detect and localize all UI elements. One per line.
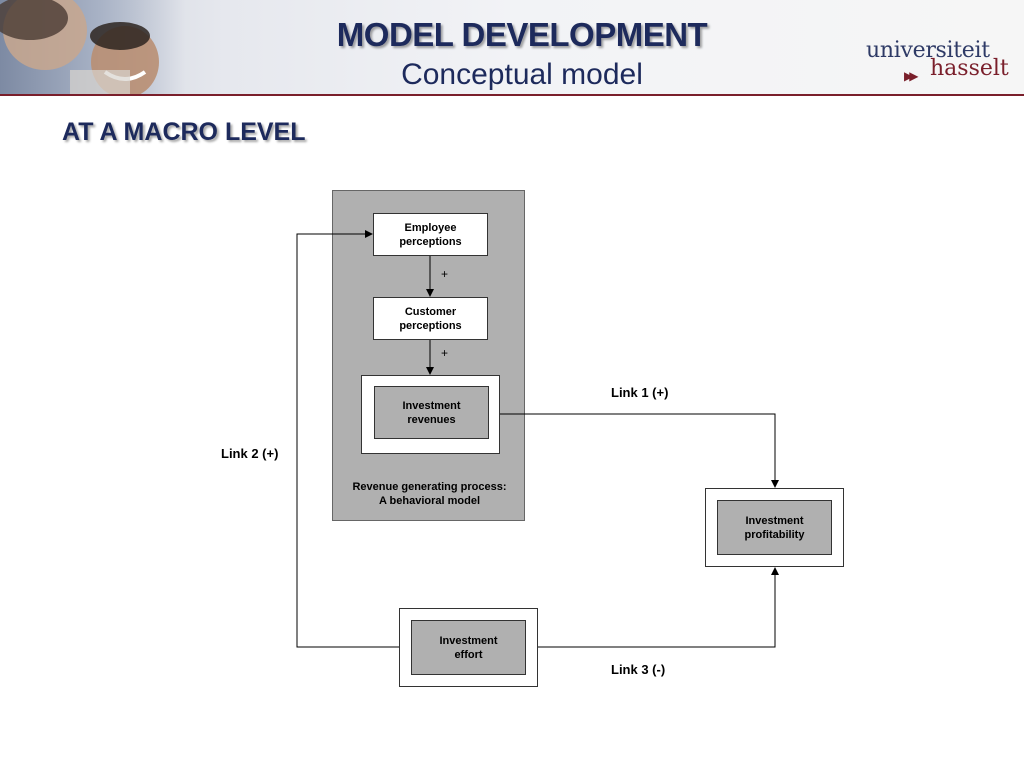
logo-text-top: universiteit [866, 38, 990, 63]
logo-text-bottom: hasselt [930, 56, 1009, 81]
investment-profitability-node: Investment profitability [717, 500, 832, 555]
university-logo: universiteit ▶▶ hasselt [866, 38, 1016, 88]
link-1-label: Link 1 (+) [611, 385, 669, 400]
link-2-label: Link 2 (+) [221, 446, 279, 461]
header-band: MODEL DEVELOPMENT Conceptual model unive… [0, 0, 1024, 96]
investment-revenues-node: Investment revenues [374, 386, 489, 439]
link-3-label: Link 3 (-) [611, 662, 666, 677]
arrow-link-3 [538, 567, 779, 648]
arrow-link-2 [296, 230, 399, 648]
page-title: MODEL DEVELOPMENT [336, 16, 708, 53]
customer-perceptions-node: Customer perceptions [373, 297, 488, 340]
process-caption: Revenue generating process: A behavioral… [352, 481, 507, 507]
plus-sign-customer-revenues: + [441, 346, 449, 360]
header-photo-image [0, 0, 159, 94]
header-photo [0, 0, 185, 94]
plus-sign-employee-customer: + [441, 267, 449, 281]
employee-perceptions-node: Employee perceptions [373, 213, 488, 256]
page-subtitle: Conceptual model [401, 58, 643, 91]
investment-effort-node: Investment effort [411, 620, 526, 675]
section-title: AT A MACRO LEVEL [62, 118, 306, 146]
arrow-link-1 [500, 413, 779, 488]
